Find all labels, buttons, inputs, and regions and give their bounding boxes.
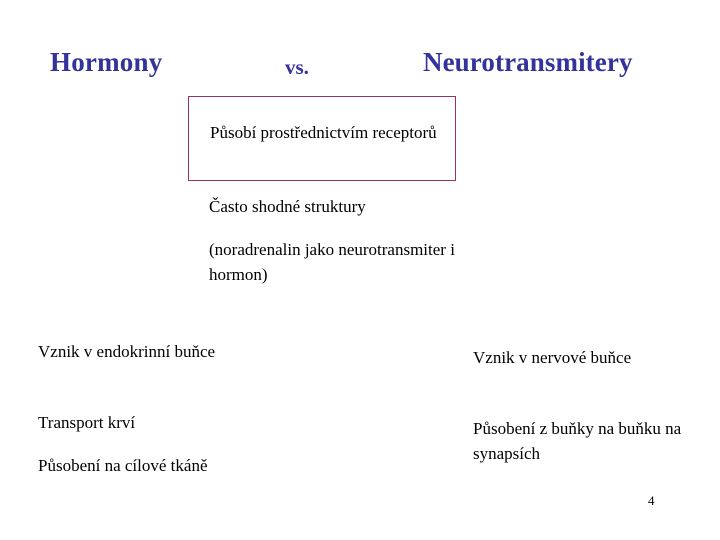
left-column-item-transport: Transport krví <box>38 413 136 432</box>
left-column-item-origin: Vznik v endokrinní buňce <box>38 342 216 361</box>
shared-boxed-note-text: Působí prostřednictvím receptorů <box>210 123 437 142</box>
shared-note-structures: Často shodné struktury <box>209 197 366 216</box>
shared-boxed-note: Působí prostřednictvím receptorů <box>188 96 456 181</box>
left-column-item-action: Působení na cílové tkáně <box>38 456 208 475</box>
title-separator-vs: vs. <box>285 55 309 79</box>
slide-title-row: Hormony vs. Neurotransmitery <box>0 47 720 91</box>
shared-note-noradrenalin: (noradrenalin jako neurotransmiter i hor… <box>209 240 455 284</box>
right-column-item-action: Působení z buňky na buňku na synapsích <box>473 419 682 463</box>
title-term-right: Neurotransmitery <box>423 47 633 77</box>
title-term-left: Hormony <box>50 47 163 77</box>
right-column-item-origin: Vznik v nervové buňce <box>473 348 632 367</box>
slide-page-number: 4 <box>648 493 655 508</box>
